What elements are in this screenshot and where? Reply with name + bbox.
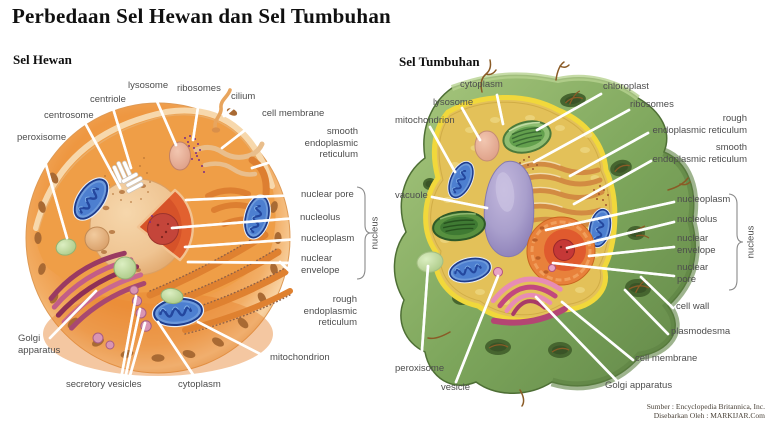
- label-plant-nucleus: nucleus: [745, 225, 757, 259]
- label-plant-rough-er: rough endoplasmic reticulum: [652, 113, 747, 136]
- label-animal-centriole: centriole: [90, 94, 126, 105]
- source-line-2: Disebarkan Oleh : MARKIJAR.Com: [653, 411, 765, 421]
- label-plant-vacuole: vacuole: [395, 190, 428, 201]
- label-plant-ribosomes: ribosomes: [630, 99, 674, 110]
- animal-nucleus-brace: [356, 186, 372, 280]
- animal-golgi-vesicle: [92, 332, 104, 344]
- plant-cell-heading: Sel Tumbuhan: [399, 54, 480, 69]
- label-animal-lysosome: lysosome: [128, 80, 169, 91]
- label-animal-mitochondrion: mitochondrion: [270, 352, 330, 363]
- label-plant-nuclear-pore: nuclear pore: [677, 262, 709, 285]
- label-plant-plasmodesma: plasmodesma: [671, 326, 731, 337]
- label-plant-peroxisome: peroxisome: [395, 363, 445, 374]
- animal-cilium: [211, 88, 232, 133]
- animal-vesicle-sphere: [84, 226, 110, 252]
- animal-peroxisome: [160, 287, 184, 305]
- label-animal-nucleolus: nucleolus: [300, 212, 341, 223]
- label-animal-nuclear-pore: nuclear pore: [301, 189, 354, 200]
- label-plant-cell-wall: cell wall: [676, 301, 710, 312]
- plant-golgi-apparatus: [490, 276, 568, 326]
- label-plant-vesicle: vesicle: [441, 382, 471, 393]
- plant-er-speckles: [593, 185, 609, 206]
- label-plant-mitochondrion: mitochondrion: [395, 115, 455, 126]
- label-animal-rough-er: rough endoplasmic reticulum: [303, 294, 357, 329]
- animal-nucleolus: [147, 213, 179, 245]
- label-plant-golgi-apparatus: Golgi apparatus: [605, 380, 673, 391]
- source-credit: Sumber : Encyclopedia Britannica, Inc. D…: [647, 402, 765, 421]
- plant-peroxisome: [416, 251, 444, 273]
- animal-golgi-vesicle: [105, 340, 115, 350]
- label-plant-lysosome: lysosome: [433, 97, 474, 108]
- label-animal-nucleoplasm: nucleoplasm: [301, 233, 355, 244]
- label-plant-chloroplast: chloroplast: [603, 81, 649, 92]
- label-animal-smooth-er: smooth endoplasmic reticulum: [304, 126, 358, 161]
- label-animal-cilium: cilium: [231, 91, 256, 102]
- plant-wall-hairs: [427, 59, 691, 407]
- label-animal-peroxisome: peroxisome: [17, 132, 67, 143]
- plant-nucleus: [526, 216, 596, 286]
- plant-nucleus-brace: [728, 193, 744, 291]
- label-animal-centrosome: centrosome: [44, 110, 94, 121]
- label-plant-cytoplasm: cytoplasm: [460, 79, 503, 90]
- plant-chloroplast-left: [432, 210, 486, 242]
- plant-vacuole: [483, 160, 535, 258]
- label-animal-cytoplasm: cytoplasm: [178, 379, 221, 390]
- animal-membrane-pits: [34, 108, 282, 362]
- plant-wall-dimples: [423, 90, 651, 358]
- animal-centrosome: [104, 157, 151, 203]
- animal-lysosome: [169, 141, 191, 171]
- animal-cell-illustration: [25, 88, 293, 376]
- animal-peroxisome: [113, 256, 137, 280]
- plant-lysosome: [474, 130, 500, 162]
- label-plant-nucleolus: nucleolus: [677, 214, 718, 225]
- label-animal-nuclear-envelope: nuclear envelope: [301, 253, 340, 276]
- label-plant-nucleoplasm: nucleoplasm: [677, 194, 731, 205]
- animal-cell-heading: Sel Hewan: [13, 52, 72, 67]
- label-plant-nuclear-envelope: nuclear envelope: [677, 233, 716, 256]
- animal-centriole: [112, 160, 144, 194]
- label-animal-cell-membrane: cell membrane: [262, 108, 325, 119]
- animal-peroxisome: [55, 238, 77, 256]
- plant-vesicle: [548, 264, 556, 272]
- animal-nucleus: [89, 178, 194, 276]
- label-animal-secretory-vesicles: secretory vesicles: [66, 379, 142, 390]
- page-title: Perbedaan Sel Hewan dan Sel Tumbuhan: [12, 4, 391, 28]
- animal-ribosomes: [149, 135, 205, 223]
- label-animal-nucleus: nucleus: [369, 216, 381, 250]
- plant-nucleolus: [553, 239, 575, 261]
- label-plant-cell-membrane: cell membrane: [635, 353, 698, 364]
- source-line-1: Sumber : Encyclopedia Britannica, Inc.: [646, 402, 765, 411]
- label-animal-ribosomes: ribosomes: [177, 83, 221, 94]
- label-plant-smooth-er: smooth endoplasmic reticulum: [652, 142, 747, 165]
- label-animal-golgi-apparatus: Golgi apparatus: [18, 333, 61, 356]
- leader-lines: [38, 88, 744, 384]
